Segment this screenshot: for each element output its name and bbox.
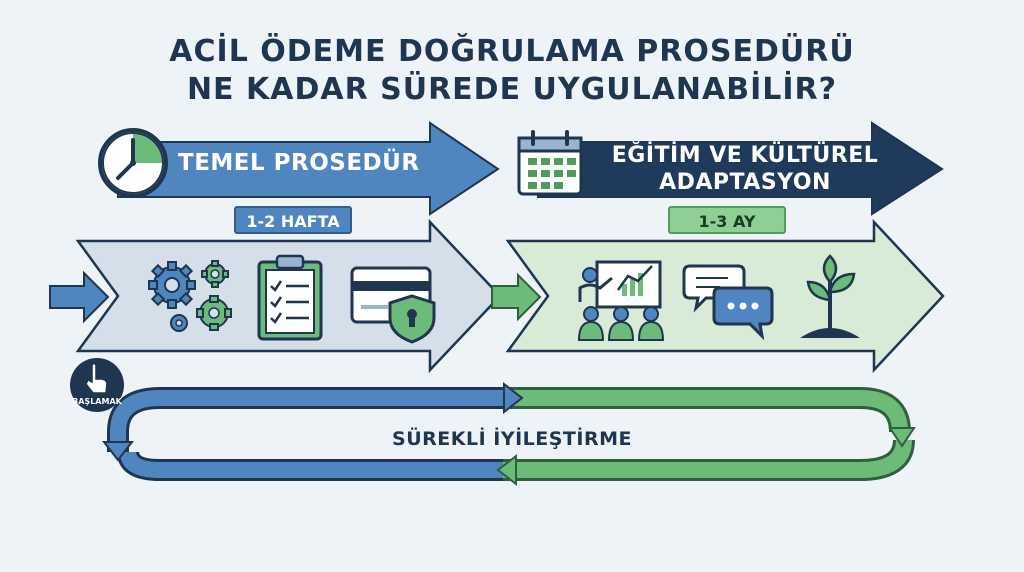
connector-arrow: [491, 272, 542, 322]
phase-1-header-arrow: [117, 121, 500, 216]
clock-icon: [98, 128, 168, 198]
presentation-icon: [577, 260, 665, 341]
entry-arrow: [49, 270, 110, 324]
improvement-loop: [101, 381, 916, 487]
phase-1-label: TEMEL PROSEDÜR: [178, 150, 420, 176]
plant-icon: [800, 254, 860, 338]
phase-2-label-line-1: EĞİTİM VE KÜLTÜREL: [611, 143, 879, 168]
continuous-improvement-label: SÜREKLİ İYİLEŞTİRME: [392, 428, 632, 450]
page-title-line-1: ACİL ÖDEME DOĞRULAMA PROSEDÜRÜ: [169, 34, 855, 69]
start-label[interactable]: BAŞLAMAK: [72, 397, 122, 406]
page-title-line-2: NE KADAR SÜREDE UYGULANABİLİR?: [186, 72, 838, 107]
phase-2-header-arrow: [537, 121, 944, 216]
phase-2-duration-badge: 1-3 AY: [668, 206, 786, 234]
pointer-hand-icon: [85, 362, 108, 394]
phase-2-label-line-2: ADAPTASYON: [659, 170, 831, 195]
chat-bubbles-icon: [682, 264, 774, 341]
start-badge[interactable]: [70, 358, 124, 412]
checklist-icon: [257, 254, 323, 341]
phase-2-label: EĞİTİM VE KÜLTÜREL ADAPTASYON: [580, 142, 910, 196]
credit-card-shield-icon: [350, 266, 436, 344]
calendar-icon: [517, 130, 583, 196]
phase-1-duration-badge: 1-2 HAFTA: [234, 206, 352, 234]
gears-icon: [148, 260, 232, 332]
